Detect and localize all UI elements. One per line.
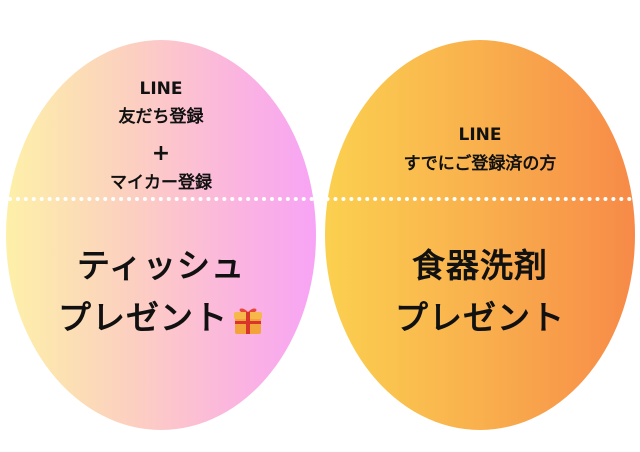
- right-registered-label: すでにご登録済の方: [403, 154, 557, 174]
- left-prize-item: ティッシュ: [76, 246, 246, 285]
- right-prize-present: プレゼント: [395, 298, 565, 337]
- left-prize-present-text: プレゼント: [58, 298, 228, 337]
- right-circle: [325, 40, 635, 430]
- right-line-label: LINE: [458, 125, 502, 145]
- left-friend-register-label: 友だち登録: [118, 107, 204, 127]
- left-circle: [6, 40, 316, 430]
- right-prize-item: 食器洗剤: [412, 246, 548, 285]
- left-mycar-register-label: マイカー登録: [110, 173, 212, 193]
- dotted-divider: [0, 197, 640, 201]
- left-plus-sign: +: [151, 141, 171, 166]
- gift-icon: [234, 308, 262, 334]
- left-line-label: LINE: [139, 79, 183, 99]
- left-prize-present: プレゼント: [6, 296, 316, 340]
